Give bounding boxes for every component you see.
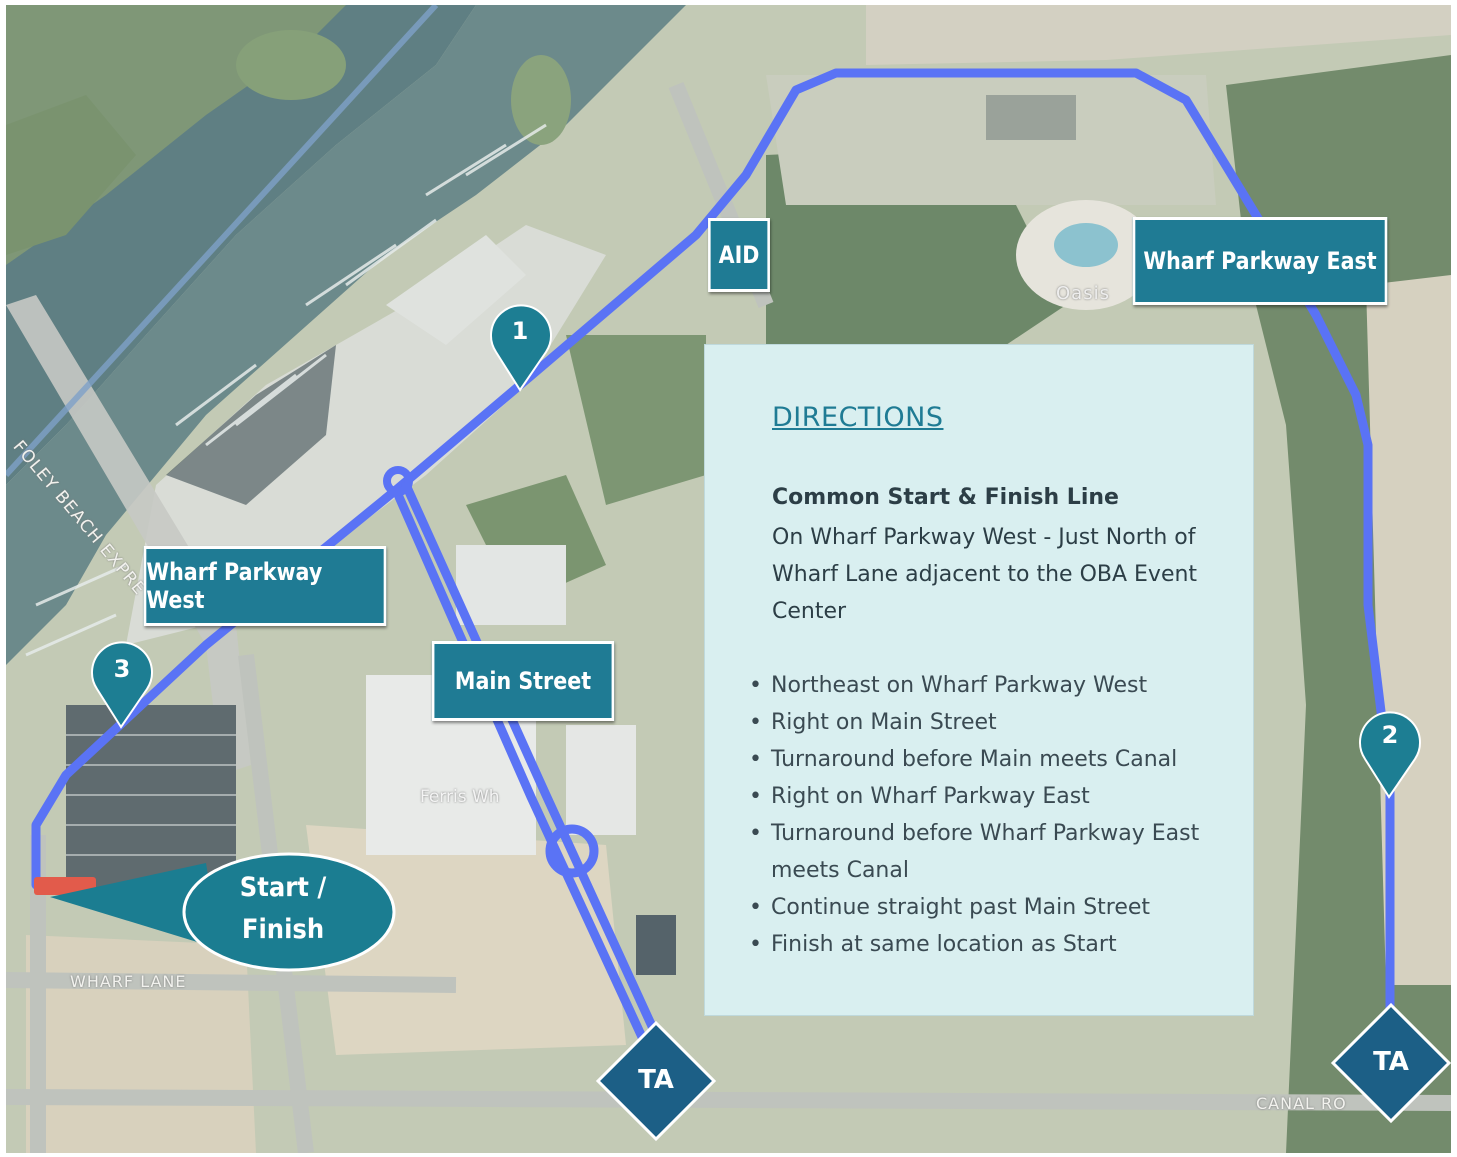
main-street-label: Main Street: [431, 641, 615, 721]
start-finish-line-2: Finish: [241, 914, 325, 945]
directions-panel: DIRECTIONS Common Start & Finish Line On…: [704, 344, 1254, 1016]
wharf-lane-road-label: WHARF LANE: [70, 972, 187, 991]
direction-step: Right on Wharf Parkway East: [749, 778, 1239, 815]
pin-3-number: 3: [113, 655, 131, 683]
direction-step: Finish at same location as Start: [749, 926, 1239, 963]
turnaround-wharf-east-label: TA: [1373, 1047, 1409, 1077]
direction-step: Turnaround before Wharf Parkway East mee…: [749, 815, 1239, 889]
canal-road-label: CANAL RO: [1256, 1094, 1347, 1113]
direction-step: Northeast on Wharf Parkway West: [749, 667, 1239, 704]
pin-2-number: 2: [1381, 721, 1399, 749]
ferris-wheel-place-label: Ferris Wh: [420, 787, 500, 807]
turnaround-main-street-label: TA: [638, 1065, 674, 1095]
pin-1-number: 1: [511, 317, 529, 345]
directions-subtitle: Common Start & Finish Line: [772, 485, 1119, 510]
course-map: FOLEY BEACH EXPRE WHARF LANE CANAL RO Oa…: [6, 5, 1451, 1153]
directions-description: On Wharf Parkway West - Just North of Wh…: [772, 525, 1198, 624]
direction-step: Turnaround before Main meets Canal: [749, 741, 1239, 778]
start-finish-line-1: Start /: [239, 872, 327, 903]
aid-station-label: AID: [708, 218, 770, 292]
directions-steps-list: Northeast on Wharf Parkway West Right on…: [749, 667, 1239, 963]
directions-title: DIRECTIONS: [772, 402, 944, 433]
aerial-map-background: [6, 5, 1451, 1153]
wharf-parkway-west-label: Wharf Parkway West: [143, 546, 387, 626]
start-finish-callout-text: Start / Finish: [214, 867, 353, 951]
direction-step: Continue straight past Main Street: [749, 889, 1239, 926]
wharf-parkway-east-label: Wharf Parkway East: [1132, 217, 1388, 305]
oasis-place-label: Oasis: [1056, 283, 1110, 304]
direction-step: Right on Main Street: [749, 704, 1239, 741]
